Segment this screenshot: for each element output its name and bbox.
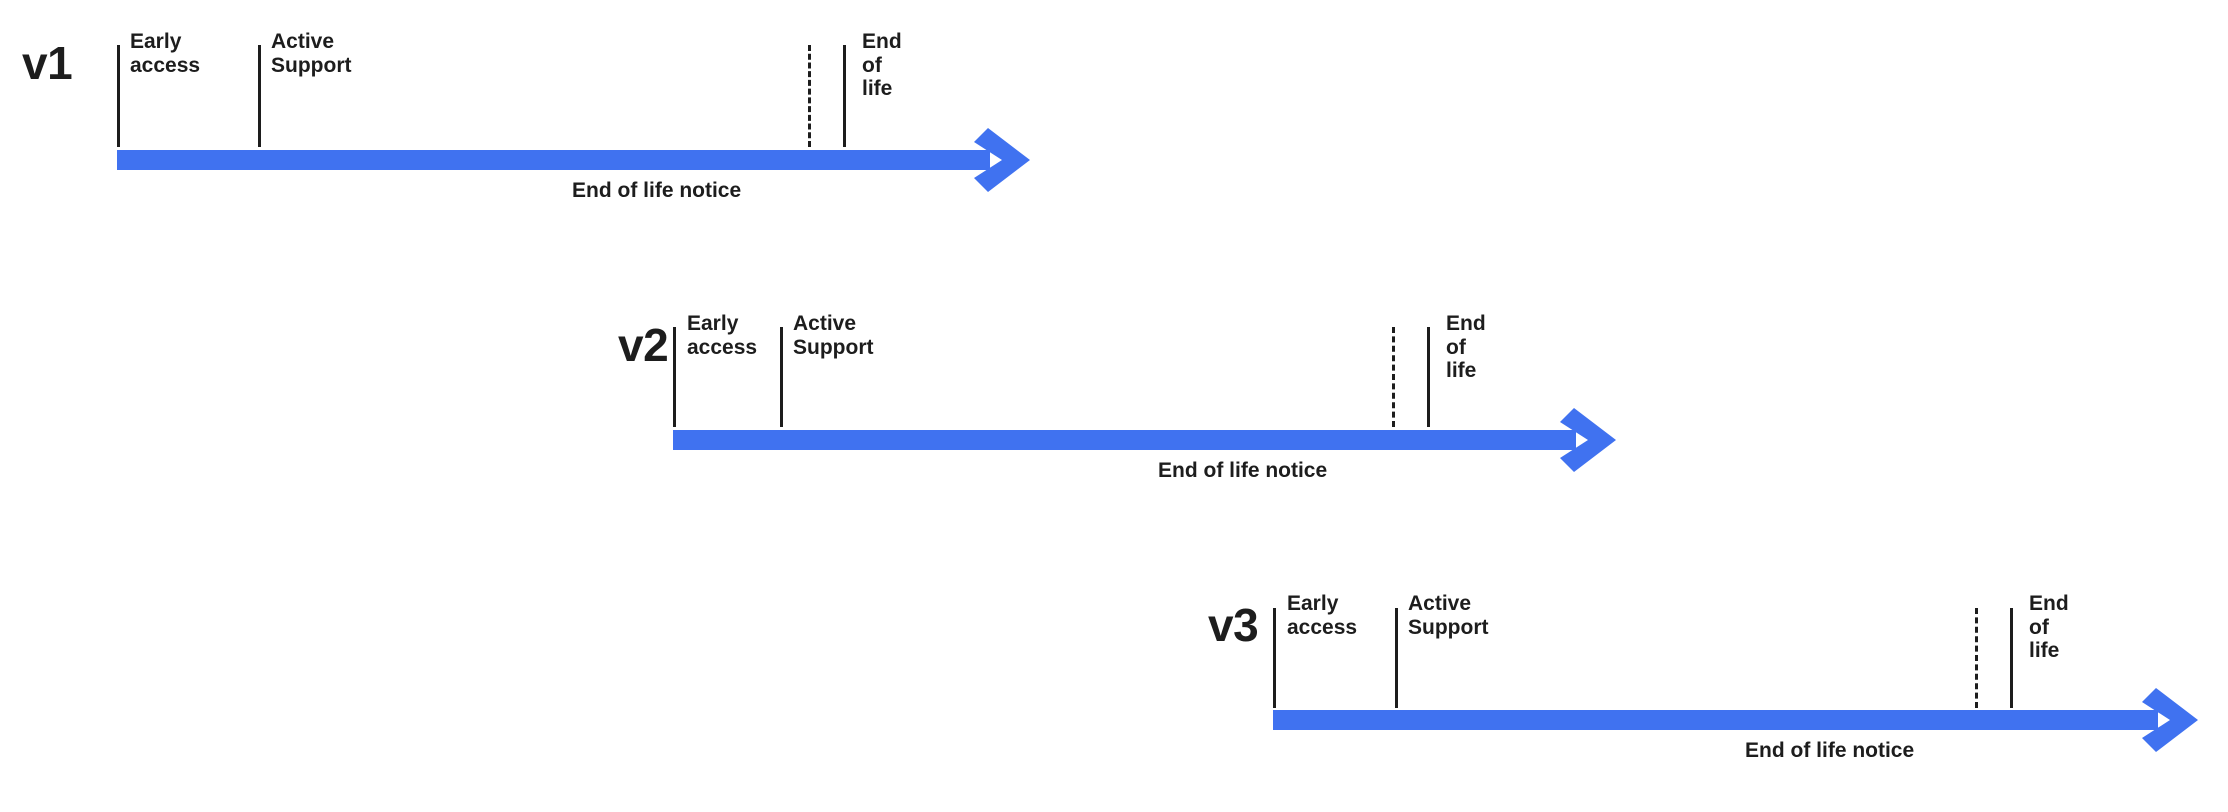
lifetime-bar-v2 — [673, 430, 1576, 450]
stage-label-v1-0: Early access — [130, 30, 201, 77]
stage-label-v1-2: End of life — [862, 30, 902, 101]
lifetime-bar-v3 — [1273, 710, 2158, 730]
stage-label-v3-1: Active Support — [1408, 592, 1489, 639]
version-label-v1: v1 — [22, 37, 73, 89]
divider-solid-v2-1 — [780, 327, 783, 427]
divider-solid-v3-0 — [1273, 608, 1276, 708]
divider-solid-v2-0 — [673, 327, 676, 427]
stage-label-v3-2: End of life — [2029, 592, 2069, 663]
stage-label-v2-1: Active Support — [793, 312, 874, 359]
eol-notice-label-v2: End of life notice — [1158, 459, 1328, 482]
lifetime-bar-v1 — [117, 150, 990, 170]
divider-solid-v1-1 — [258, 45, 261, 147]
divider-dashed-v1-2 — [808, 45, 811, 147]
divider-solid-v3-1 — [1395, 608, 1398, 708]
version-label-v3: v3 — [1208, 599, 1259, 651]
stage-label-v1-1: Active Support — [271, 30, 352, 77]
divider-dashed-v3-2 — [1975, 608, 1978, 708]
divider-solid-v2-3 — [1427, 327, 1430, 427]
divider-solid-v3-3 — [2010, 608, 2013, 708]
divider-dashed-v2-2 — [1392, 327, 1395, 427]
stage-label-v3-0: Early access — [1287, 592, 1358, 639]
divider-solid-v1-0 — [117, 45, 120, 147]
eol-notice-label-v3: End of life notice — [1745, 739, 1915, 762]
stage-label-v2-0: Early access — [687, 312, 758, 359]
stage-label-v2-2: End of life — [1446, 312, 1486, 383]
eol-notice-label-v1: End of life notice — [572, 179, 742, 202]
divider-solid-v1-3 — [843, 45, 846, 147]
version-label-v2: v2 — [618, 319, 669, 371]
